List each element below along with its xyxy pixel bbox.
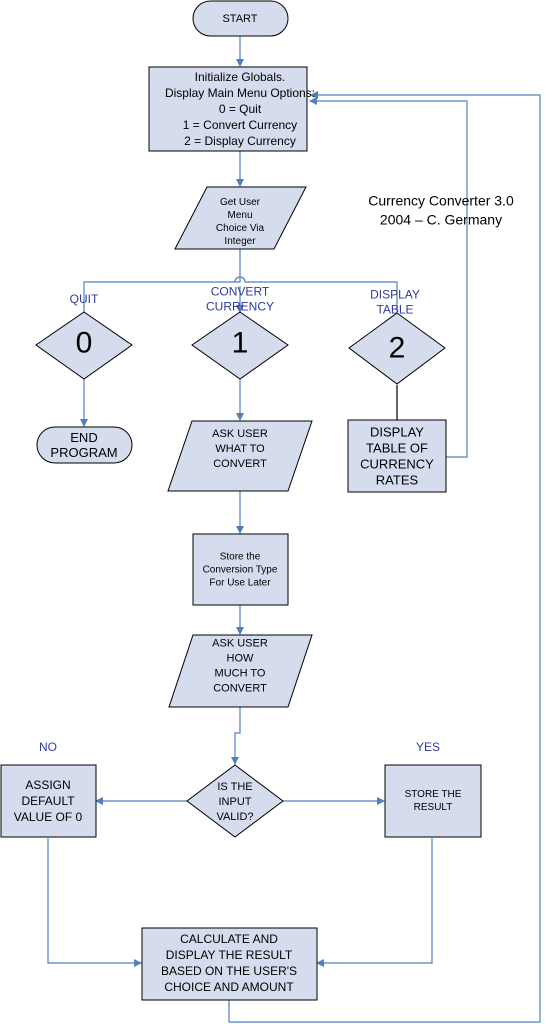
calculate-process <box>141 927 318 1001</box>
ask-what-input <box>167 420 313 492</box>
text-line: DISPLAY <box>370 288 420 302</box>
text-line: 0 <box>76 327 93 360</box>
store-result-label: STORE THE RESULT <box>405 789 462 813</box>
text-line: ASK USER <box>212 428 268 440</box>
text-line: ASSIGN <box>25 778 70 792</box>
text-line: INPUT <box>219 796 252 808</box>
text-line: DISPLAY <box>370 425 424 440</box>
text-line: VALID? <box>216 811 253 823</box>
display-decision <box>348 312 446 385</box>
store-result-process <box>384 764 482 838</box>
is-valid-decision <box>186 764 284 838</box>
text-line: CALCULATE AND <box>180 932 278 946</box>
text-line: CONVERT <box>213 458 267 470</box>
text-line: START <box>222 13 257 25</box>
text-line: 2 <box>389 332 406 365</box>
text-line: Display Main Menu Options: <box>165 86 315 100</box>
text-line: CHOICE AND AMOUNT <box>164 980 294 994</box>
store-type-process <box>192 533 289 606</box>
initialize-process <box>148 66 308 152</box>
text-line: Currency Converter 3.0 <box>368 192 514 208</box>
quit-decision <box>35 311 133 380</box>
text-line: Get User <box>220 197 261 208</box>
text-line: Initialize Globals. <box>195 70 286 84</box>
text-line: STORE THE <box>405 789 462 800</box>
connector-choice-to-branches <box>83 248 398 312</box>
ask-amount-label: ASK USER HOW MUCH TO CONVERT <box>212 637 268 694</box>
text-line: 1 <box>232 327 249 360</box>
text-line: DEFAULT <box>21 794 75 808</box>
connector-store-result-to-calculate <box>316 838 433 967</box>
calculate-label: CALCULATE AND DISPLAY THE RESULT BASED ON … <box>161 932 297 994</box>
diagram-caption: Currency Converter 3.0 2004 – C. Germany <box>368 192 514 227</box>
text-line: PROGRAM <box>50 445 117 460</box>
text-line: YES <box>416 740 440 754</box>
start-label: START <box>222 13 257 25</box>
end-program-terminator <box>36 426 133 464</box>
text-line: RESULT <box>414 802 453 813</box>
text-line: TABLE <box>376 303 413 317</box>
text-line: Integer <box>224 236 256 247</box>
text-line: QUIT <box>70 292 99 306</box>
text-line: 0 = Quit <box>219 102 262 116</box>
text-line: CONVERT <box>213 682 267 694</box>
text-line: Store the <box>220 552 261 563</box>
text-line: 1 = Convert Currency <box>183 118 297 132</box>
connector-table-loop-back <box>309 97 468 458</box>
assign-default-label: ASSIGN DEFAULT VALUE OF 0 <box>14 778 83 824</box>
display-table-process <box>347 419 447 493</box>
text-line: Choice Via <box>216 223 265 234</box>
text-line: ASK USER <box>212 637 268 649</box>
text-line: WHAT TO <box>215 443 265 455</box>
branch-label-quit: QUIT <box>70 292 99 306</box>
initialize-label: Initialize Globals. Display Main Menu Opt… <box>165 70 315 148</box>
text-line: NO <box>39 740 57 754</box>
text-line: TABLE OF <box>366 441 428 456</box>
text-line: MUCH TO <box>215 667 266 679</box>
branch-label-yes: YES <box>416 740 440 754</box>
assign-default-process <box>0 764 97 838</box>
connectors <box>47 36 541 1023</box>
text-line: Menu <box>227 210 252 221</box>
text-line: Conversion Type <box>203 565 278 576</box>
ask-what-label: ASK USER WHAT TO CONVERT <box>212 428 268 470</box>
get-choice-input <box>174 186 307 250</box>
connector-default-to-calculate <box>47 838 142 967</box>
quit-decision-value: 0 <box>76 327 93 360</box>
convert-decision <box>191 311 289 380</box>
text-line: CURRENCY <box>360 457 434 472</box>
text-line: CURRENCY <box>206 300 274 314</box>
text-line: RATES <box>376 473 419 488</box>
text-line: For Use Later <box>209 578 271 589</box>
text-line: 2004 – C. Germany <box>380 211 502 227</box>
text-line: IS THE <box>217 781 252 793</box>
start-terminator <box>192 0 289 37</box>
text-line: CONVERT <box>211 285 270 299</box>
text-line: BASED ON THE USER'S <box>161 964 297 978</box>
is-valid-label: IS THE INPUT VALID? <box>216 781 253 823</box>
text-line: END <box>70 430 97 445</box>
branch-label-no: NO <box>39 740 57 754</box>
connector-ask-amount-to-valid <box>231 707 241 765</box>
text-line: VALUE OF 0 <box>14 810 83 824</box>
text-line: HOW <box>227 652 255 664</box>
text-line: 2 = Display Currency <box>184 134 296 148</box>
convert-decision-value: 1 <box>232 327 249 360</box>
connector-calculate-loop-back <box>228 91 541 1023</box>
text-line: DISPLAY THE RESULT <box>166 948 293 962</box>
display-decision-value: 2 <box>389 332 406 365</box>
ask-amount-input <box>168 634 313 708</box>
